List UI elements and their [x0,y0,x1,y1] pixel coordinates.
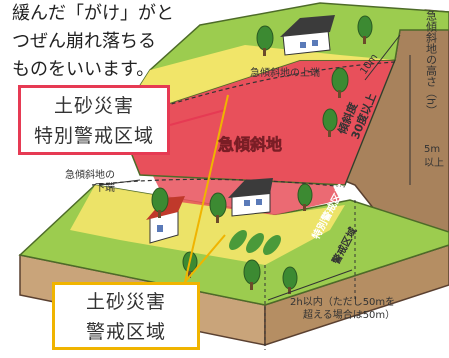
ten-meter-line [364,34,401,81]
slope-angle-line [344,59,396,186]
intro-line-2: つぜん崩れ落ちる [12,31,156,52]
special-zone-box-line-1: 土砂災害 [53,95,134,117]
slope-top-label: 急傾斜地の上端 [250,66,320,79]
range-label-2: 超える場合は50m） [303,308,395,321]
intro-line-1: 緩んだ「がけ」がと [12,3,174,24]
special-zone-box: 土砂災害 特別警戒区域 [18,85,170,155]
warning-zone-box-line-2: 警戒区域 [85,321,166,343]
warning-zone-upper [118,45,395,120]
warning-zone-box-line-1: 土砂災害 [85,291,166,313]
range-arrow [267,269,353,301]
intro-text: 緩んだ「がけ」がと つぜん崩れ落ちる ものをいいます。 [12,0,174,84]
crop-rows [229,230,281,255]
range-label-1: 2h以内（ただし50mを [290,295,395,308]
special-zone-box-line-2: 特別警戒区域 [33,125,154,147]
height-label: 急傾斜地の高さ（h） [425,9,438,116]
house-lower-center [228,178,273,217]
intro-line-3: ものをいいます。 [12,59,155,80]
warning-zone-pointer-upper [184,234,226,283]
slope-name-label: 急傾斜地 [218,135,282,154]
special-zone-pointer [169,109,226,126]
slope-top-edge-line [117,61,396,121]
house-upper [280,15,335,56]
slope-bottom-pointer [99,179,141,186]
slope-bottom-label-2: 下端 [95,181,115,194]
slope-bottom-label-1: 急傾斜地の [65,168,115,181]
trees [151,15,373,294]
warning-zone-pointer-lower [184,94,229,283]
height-min-suffix: 以上 [424,157,444,169]
warning-zone-box: 土砂災害 警戒区域 [52,282,200,350]
height-min-label: 5m [424,144,440,155]
slope-bottom-edge-line [91,178,346,188]
